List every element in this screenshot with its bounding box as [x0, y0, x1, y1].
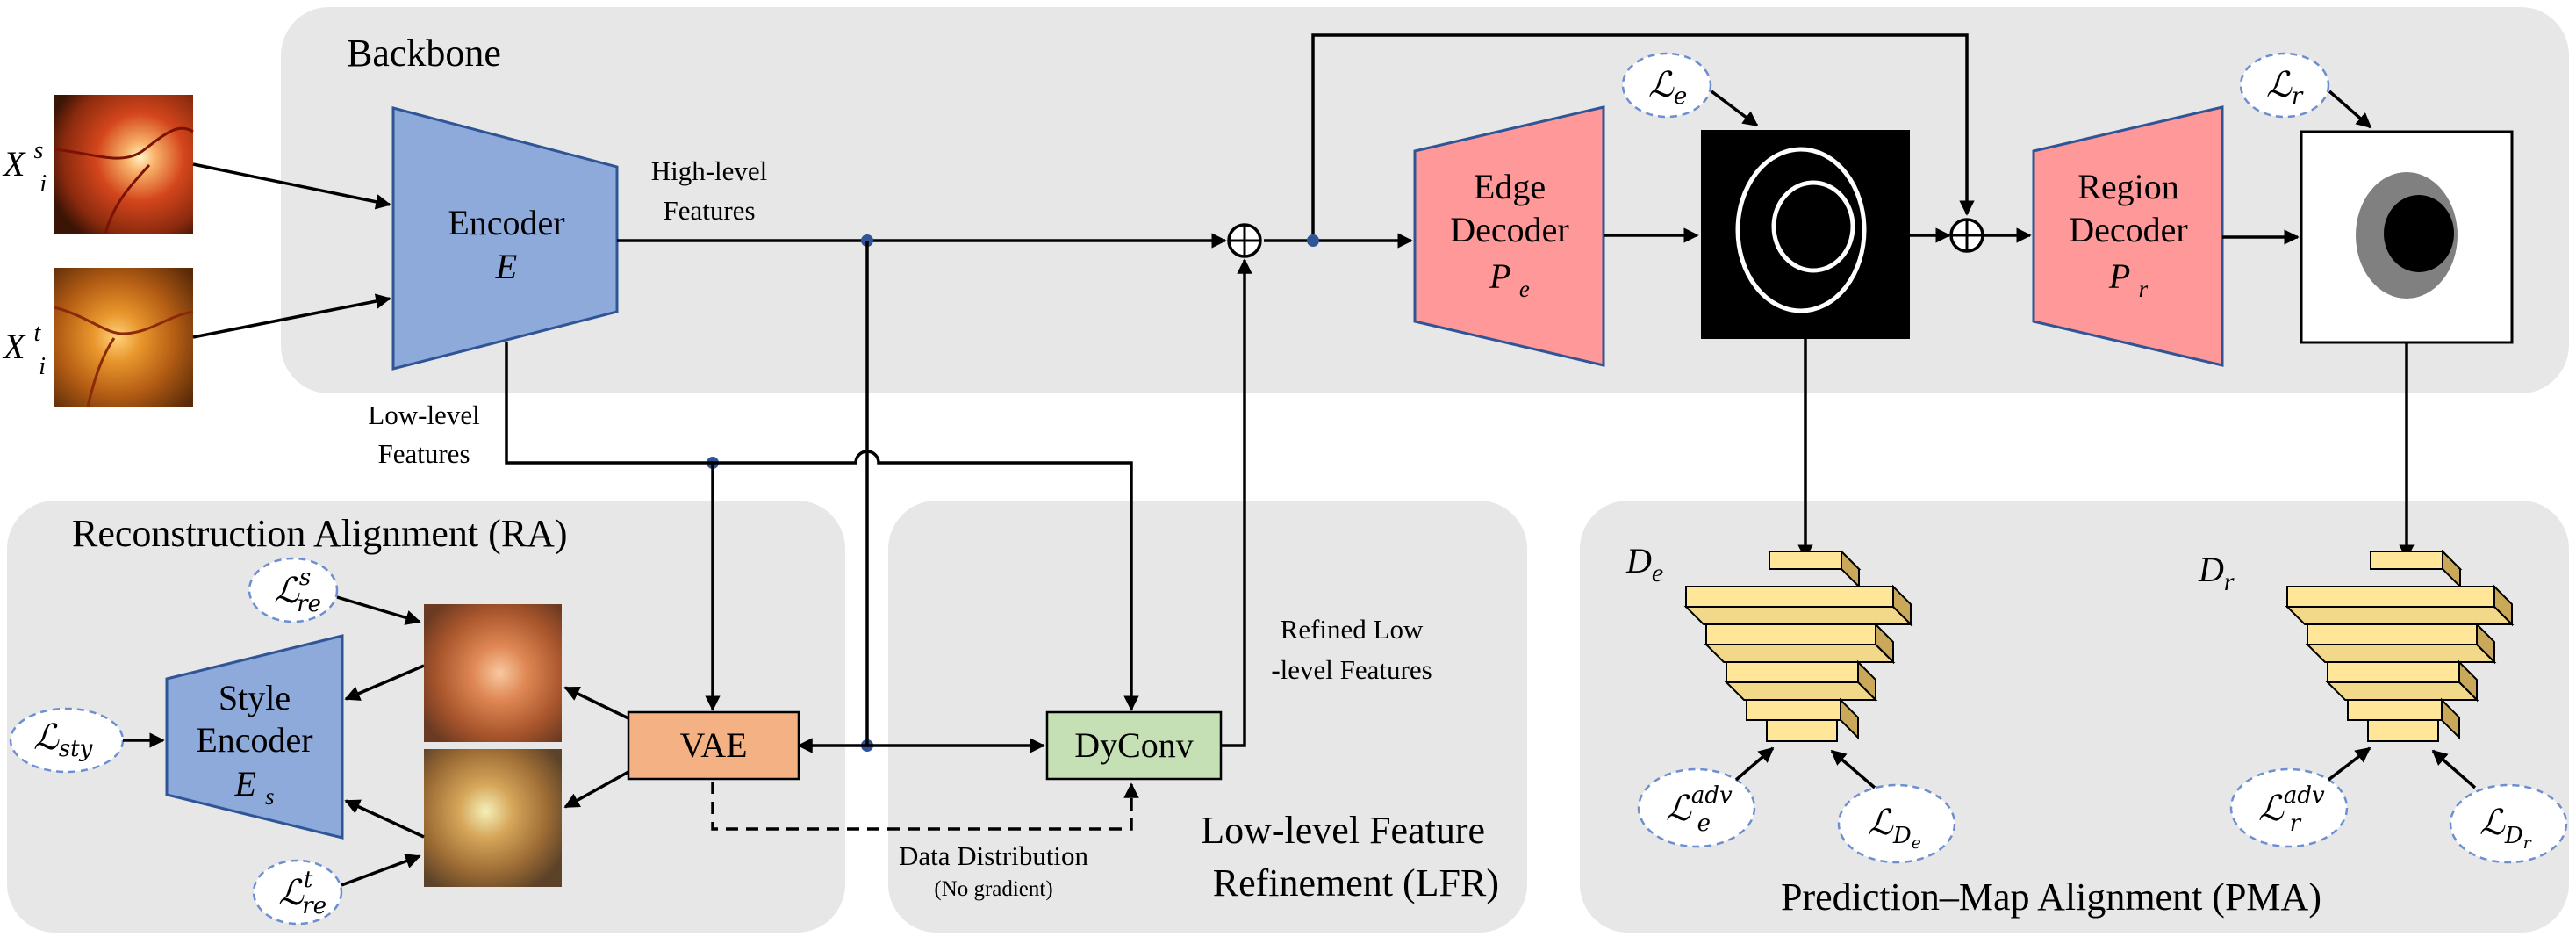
- edge-discriminator-pyramid: [1683, 549, 1913, 742]
- encoder-label: Encoder: [448, 203, 564, 242]
- region-decoder-block: Region Decoder P r: [2032, 105, 2224, 367]
- data-distribution-arrow: [711, 782, 1139, 831]
- style-encoder-label-2: Encoder: [196, 720, 312, 760]
- edge-decoder-block: Edge Decoder P e: [1413, 105, 1605, 367]
- source-input-label: X s i: [2, 126, 52, 198]
- loss-r: ℒr: [2239, 52, 2330, 119]
- loss-re-s-arrow: [336, 595, 421, 625]
- svg-text:ℒsty: ℒsty: [33, 717, 93, 762]
- source-input-sup: s: [33, 137, 43, 164]
- style-encoder-sub: s: [265, 783, 275, 810]
- svg-text:ℒDr: ℒDr: [2479, 803, 2533, 853]
- region-discriminator-label: Dr: [2198, 550, 2235, 596]
- region-decoder-label-2: Decoder: [2069, 210, 2187, 249]
- reconstructed-source-image: [424, 604, 562, 742]
- target-input-label: X t i: [2, 309, 49, 380]
- style-encoder-symbol: E: [234, 764, 256, 803]
- loss-dr-arrow: [2431, 749, 2477, 789]
- reconstructed-target-image: [424, 749, 562, 887]
- region-decoder-sub: r: [2139, 276, 2149, 302]
- low-level-label-2: Features: [377, 438, 470, 469]
- target-to-encoder-arrow: [192, 293, 391, 339]
- low-level-label-1: Low-level: [368, 400, 479, 430]
- loss-sty: ℒsty: [9, 707, 125, 774]
- region-map-image: [2300, 130, 2514, 344]
- svg-text:ℒr: ℒr: [2266, 65, 2304, 110]
- encoder-symbol: E: [495, 247, 517, 286]
- svg-text:X t i: X t i: [2, 309, 49, 380]
- svg-text:ℒe: ℒe: [1648, 65, 1687, 110]
- refined-label-2: -level Features: [1271, 654, 1432, 685]
- high-level-label-2: Features: [663, 195, 755, 226]
- target-input-sup: t: [33, 320, 41, 347]
- svg-text:X s i: X s i: [2, 126, 52, 198]
- distribution-label-1: Data Distribution: [899, 840, 1089, 871]
- lfr-title-line2: Refinement (LFR): [1213, 861, 1499, 904]
- encoder-block: Encoder E: [391, 106, 619, 371]
- edge-decoder-label-2: Decoder: [1450, 210, 1568, 249]
- vae-label: VAE: [679, 725, 747, 765]
- svg-text:P r: P r: [2108, 256, 2149, 302]
- recon-target-to-style-arrow: [344, 799, 425, 839]
- vae-to-recon-target-arrow: [563, 770, 629, 809]
- vae-to-recon-source-arrow: [563, 686, 629, 720]
- target-fundus-image: [54, 268, 194, 407]
- dyconv-label: DyConv: [1074, 725, 1194, 765]
- region-decoder-label-1: Region: [2077, 167, 2179, 206]
- source-input-base: X: [2, 144, 26, 184]
- high-level-label-1: High-level: [651, 155, 768, 186]
- ra-title: Reconstruction Alignment (RA): [72, 512, 568, 555]
- refined-label-1: Refined Low: [1281, 614, 1424, 645]
- svg-text:E s: E s: [234, 764, 275, 810]
- dyconv-block: DyConv: [1045, 710, 1223, 781]
- pma-title: Prediction–Map Alignment (PMA): [1781, 876, 2321, 919]
- refined-feature-arrow: [1221, 258, 1252, 747]
- loss-dr: ℒDr: [2449, 783, 2568, 864]
- target-input-base: X: [2, 327, 26, 366]
- source-input-sub: i: [39, 170, 47, 198]
- loss-adv-r-arrow: [2327, 746, 2371, 782]
- loss-r-arrow: [2328, 90, 2372, 129]
- loss-re-t-arrow: [341, 854, 421, 887]
- style-encoder-label-1: Style: [219, 678, 291, 717]
- vae-block: VAE: [627, 710, 800, 781]
- edge-decoder-sub: e: [1519, 276, 1530, 302]
- edge-discriminator-label: De: [1625, 541, 1663, 587]
- style-encoder-block: Style Encoder E s: [165, 634, 344, 840]
- loss-e-arrow: [1710, 90, 1759, 127]
- svg-text:P e: P e: [1489, 256, 1530, 302]
- region-discriminator-pyramid: [2285, 549, 2515, 742]
- source-to-encoder-arrow: [192, 162, 391, 210]
- lfr-title-line1: Low-level Feature: [1201, 809, 1485, 852]
- source-fundus-image: [54, 95, 194, 234]
- loss-de-arrow: [1830, 749, 1876, 789]
- target-input-sub: i: [39, 353, 46, 380]
- svg-text:ℒDe: ℒDe: [1868, 803, 1921, 853]
- recon-source-to-style-arrow: [344, 664, 425, 701]
- backbone-title: Backbone: [347, 32, 501, 75]
- distribution-label-2: (No gradient): [934, 877, 1052, 901]
- junction-skip: [1307, 234, 1319, 247]
- skip-connection-arrow: [1311, 33, 1975, 241]
- region-decoder-symbol: P: [2108, 256, 2130, 296]
- loss-adv-e-arrow: [1734, 746, 1775, 782]
- edge-map-image: [1701, 130, 1910, 339]
- loss-de: ℒDe: [1837, 783, 1956, 864]
- edge-decoder-symbol: P: [1489, 256, 1510, 296]
- edge-decoder-label-1: Edge: [1474, 167, 1546, 206]
- loss-e: ℒe: [1621, 52, 1712, 119]
